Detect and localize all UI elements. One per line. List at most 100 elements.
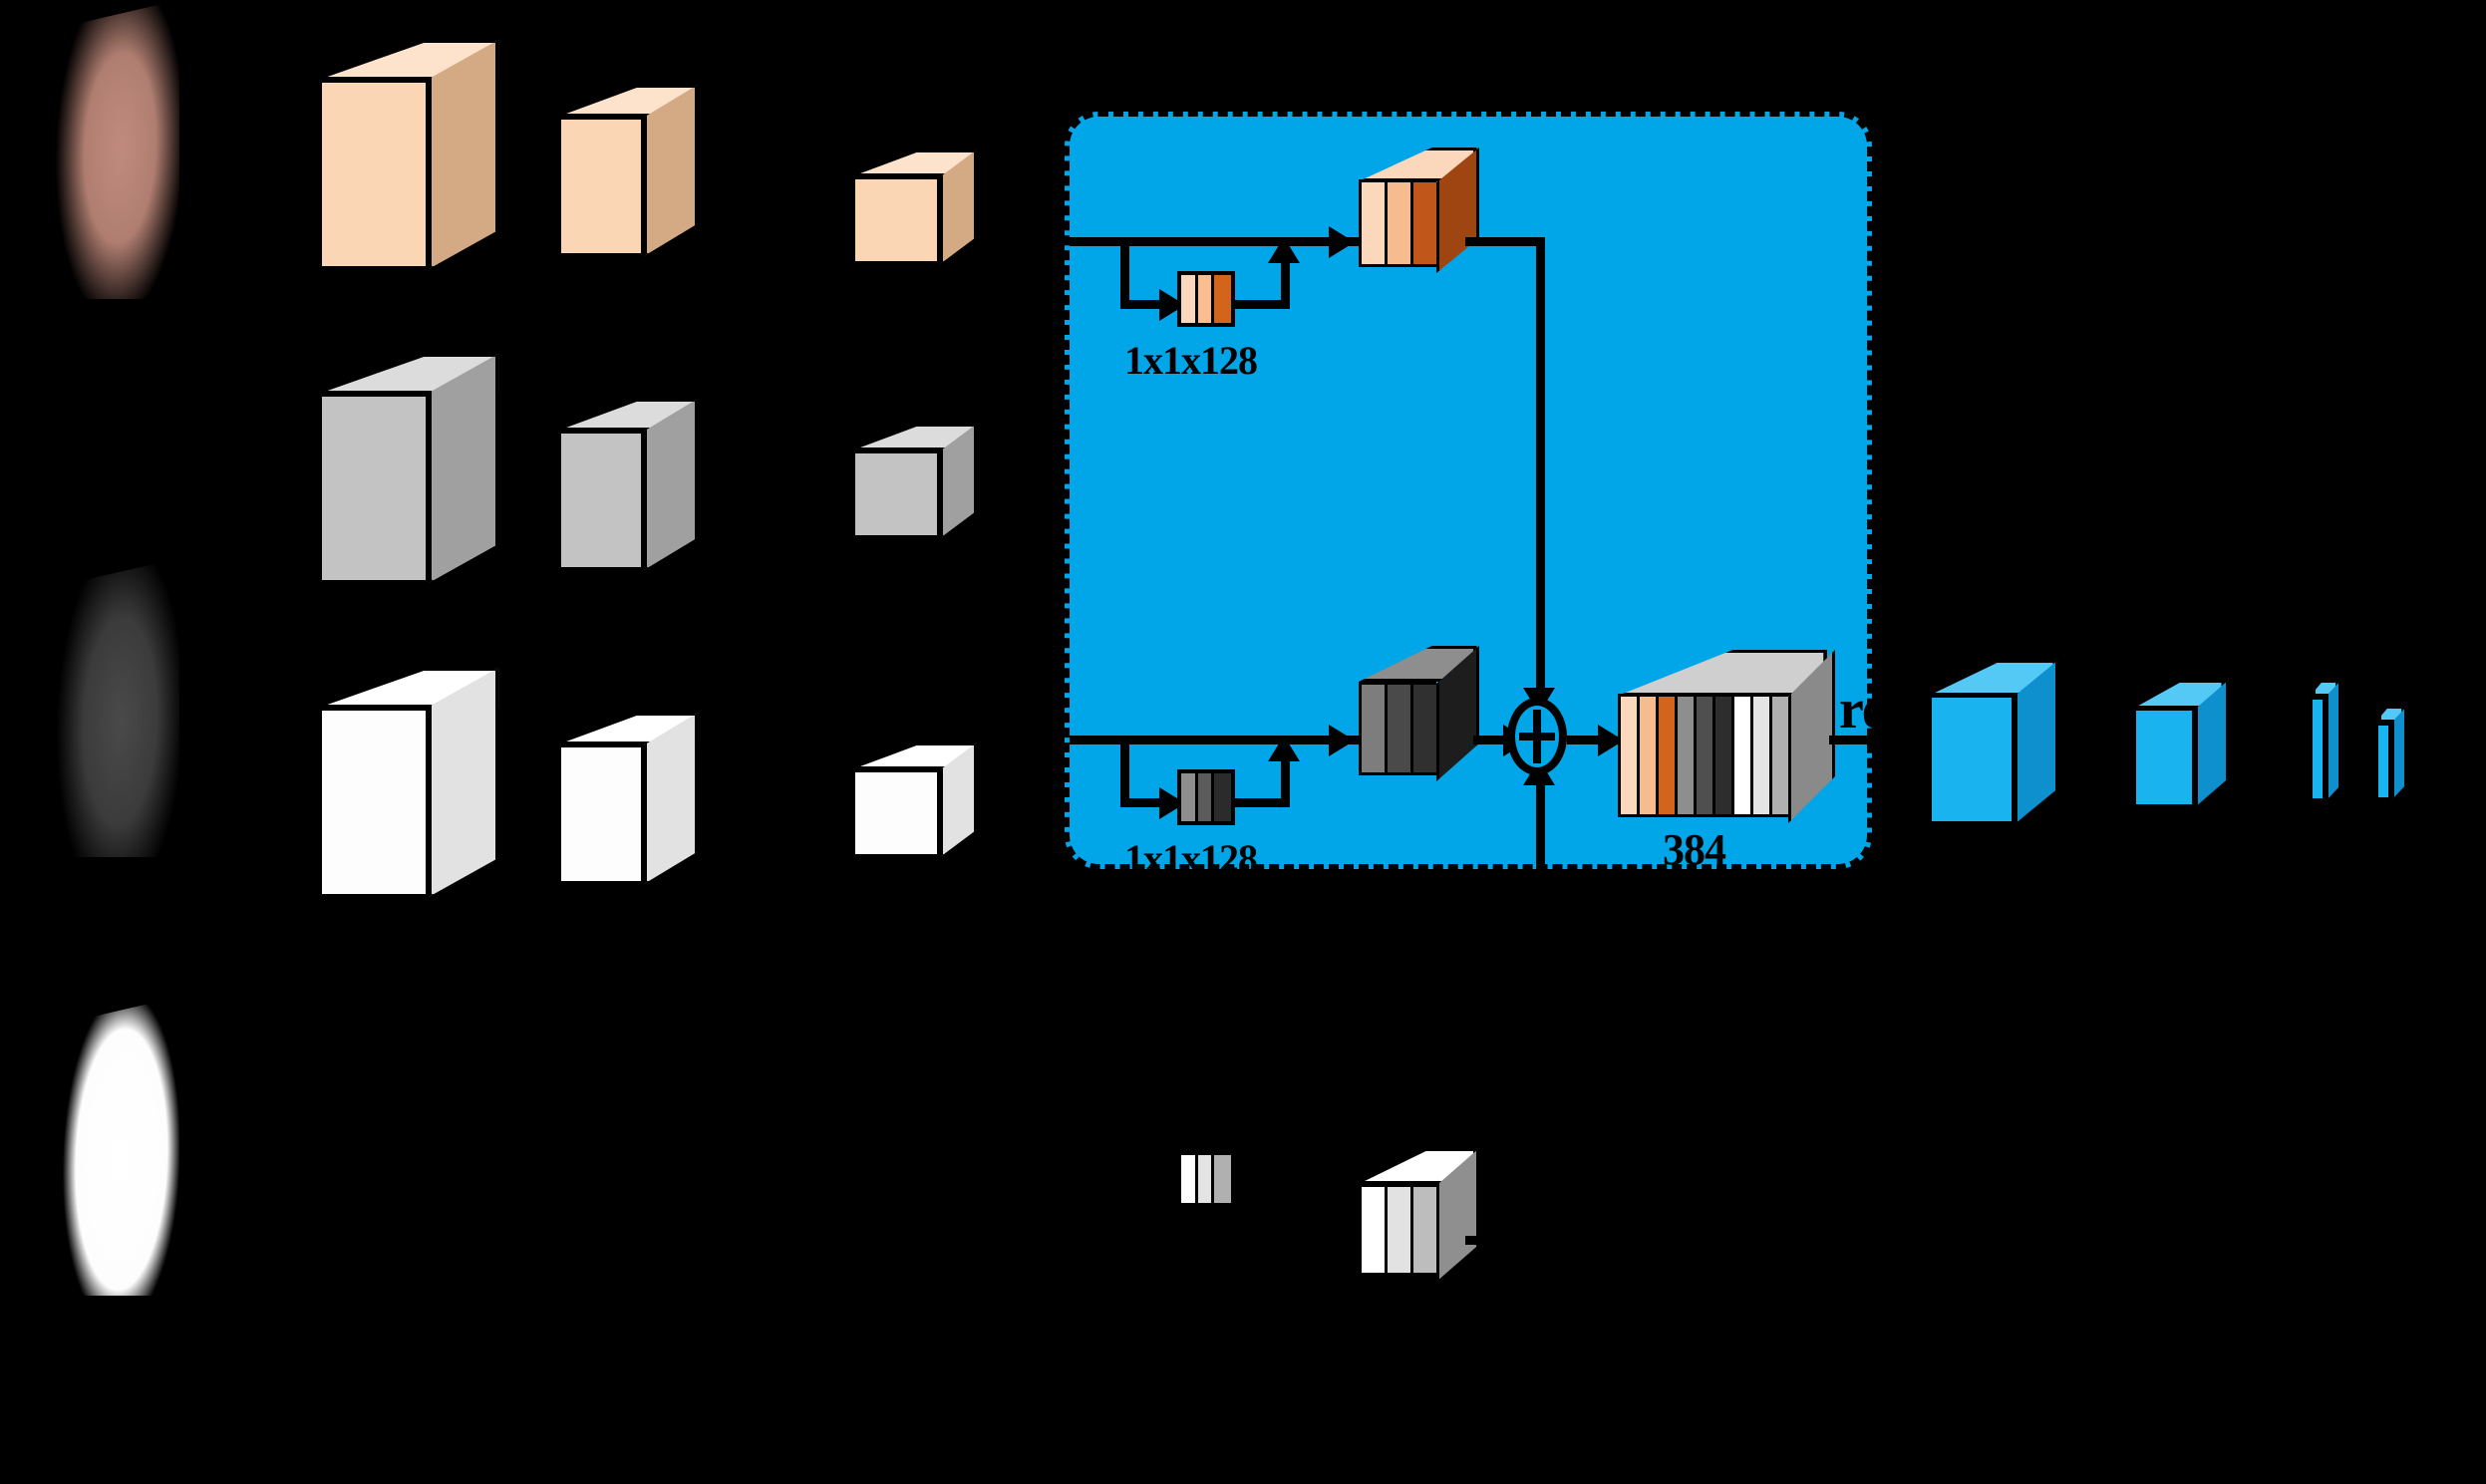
block-side-face	[644, 85, 698, 256]
stack-slice	[1675, 694, 1694, 817]
rgb-conv-block-2	[558, 85, 699, 256]
ir-conv-block-3	[852, 742, 977, 857]
stack-slice	[1410, 179, 1436, 267]
block-front-face	[558, 431, 644, 570]
rgb-branch-up	[1281, 261, 1290, 309]
ir-main-line	[1070, 1236, 1359, 1245]
depth-branch-up-arrow	[1268, 736, 1300, 761]
block-side-face	[429, 354, 498, 583]
block-side-face	[429, 668, 498, 897]
depth-face-input	[48, 558, 179, 857]
stack-slice	[1750, 694, 1769, 817]
vector-slice	[1197, 1155, 1215, 1203]
rgb-to-concat-h	[1465, 237, 1545, 246]
ir-attention-vector	[1177, 1151, 1235, 1207]
depth-to-concat-h	[1473, 736, 1525, 744]
head-block-1	[1929, 660, 2058, 824]
stack-slice	[1359, 682, 1385, 775]
ir-conv-block-1	[319, 668, 499, 897]
stack-slice	[1410, 1184, 1436, 1276]
rgb-to-concat-v	[1536, 237, 1545, 694]
block-front-face	[319, 80, 429, 269]
block-front-face	[2133, 708, 2195, 807]
rgb-attention-vector	[1177, 271, 1235, 327]
concat-plus-vertical	[1533, 710, 1541, 763]
stack-slice	[1359, 1184, 1385, 1276]
rgb-face-input	[48, 0, 179, 299]
vector-slice	[1214, 275, 1231, 323]
fusion-exit-label: re	[1839, 679, 1879, 741]
rgb-branch-out	[1233, 300, 1290, 309]
block-front-face	[319, 394, 429, 583]
depth-branch-in	[1120, 798, 1178, 807]
concat-feature-block-384	[1618, 650, 1835, 823]
ir-branch-down	[1285, 1179, 1294, 1224]
ir-branch-out	[1220, 1179, 1294, 1188]
depth-branch-out	[1233, 798, 1290, 807]
rgb-conv-block-3	[852, 149, 977, 264]
ir-to-concat-v	[1536, 783, 1545, 1240]
fusion-exit-line	[1829, 736, 1979, 744]
ir-main-arrow	[1329, 1225, 1355, 1257]
block-front-face	[319, 708, 429, 897]
block-side-face	[429, 40, 498, 269]
rgb-conv-block-1	[319, 40, 499, 269]
concat-to-384-line	[1567, 736, 1615, 744]
ir-branch-up	[1120, 1179, 1129, 1241]
stack-side-face	[1436, 1148, 1479, 1282]
depth-main-arrow	[1329, 725, 1355, 756]
stack-slice	[1359, 179, 1385, 267]
stack-slice	[1385, 682, 1410, 775]
depth-branch-down	[1120, 736, 1129, 807]
ir-branch-feature-block	[1359, 1148, 1479, 1282]
head-fc-1	[2310, 680, 2341, 801]
ir-branch-in	[1120, 1179, 1178, 1188]
rgb-branch-feature-block	[1359, 148, 1479, 273]
stack-slice	[1712, 694, 1731, 817]
block-side-face	[2326, 680, 2341, 801]
stack-slice	[1618, 694, 1637, 817]
rgb-branch-in	[1120, 300, 1178, 309]
stack-slice	[1769, 694, 1788, 817]
block-front-face	[558, 117, 644, 256]
block-front-face	[852, 450, 940, 538]
ir-branch-down-arrow	[1272, 1218, 1304, 1244]
stack-slice	[1656, 694, 1675, 817]
depth-attention-vector	[1177, 769, 1235, 825]
depth-conv-block-2	[558, 399, 699, 570]
vector-slice	[1181, 773, 1198, 821]
vector-slice	[1214, 773, 1231, 821]
block-front-face	[2375, 723, 2391, 800]
stack-slice	[1694, 694, 1712, 817]
rgb-main-arrow	[1329, 226, 1355, 258]
depth-conv-block-3	[852, 424, 977, 538]
rgb-vector-label: 1x1x128	[1124, 338, 1258, 383]
stack-slice	[1385, 1184, 1410, 1276]
vector-slice	[1197, 275, 1215, 323]
rgb-main-line	[1070, 237, 1359, 246]
depth-conv-block-1	[319, 354, 499, 583]
stack-slice	[1637, 694, 1656, 817]
head-block-2	[2133, 680, 2229, 807]
ir-vector-label: 1x1x128	[1124, 1088, 1258, 1133]
ir-conv-block-2	[558, 713, 699, 884]
stack-slice	[1385, 179, 1410, 267]
block-front-face	[852, 769, 940, 857]
depth-branch-feature-block	[1359, 646, 1479, 781]
block-front-face	[852, 176, 940, 264]
concat-block-label: 384	[1663, 825, 1726, 874]
ir-to-concat-h	[1465, 1236, 1545, 1245]
stack-slice	[1731, 694, 1750, 817]
ir-mask-input	[48, 997, 179, 1296]
stack-slice	[1410, 682, 1436, 775]
rgb-branch-up-arrow	[1268, 237, 1300, 263]
head-fc-2	[2375, 706, 2407, 800]
depth-vector-label: 1x1x128	[1124, 836, 1258, 881]
block-side-face	[644, 399, 698, 570]
rgb-branch-down	[1120, 237, 1129, 309]
vector-slice	[1181, 1155, 1198, 1203]
concat-operator	[1507, 698, 1567, 775]
vector-slice	[1214, 1155, 1231, 1203]
vector-slice	[1181, 275, 1198, 323]
